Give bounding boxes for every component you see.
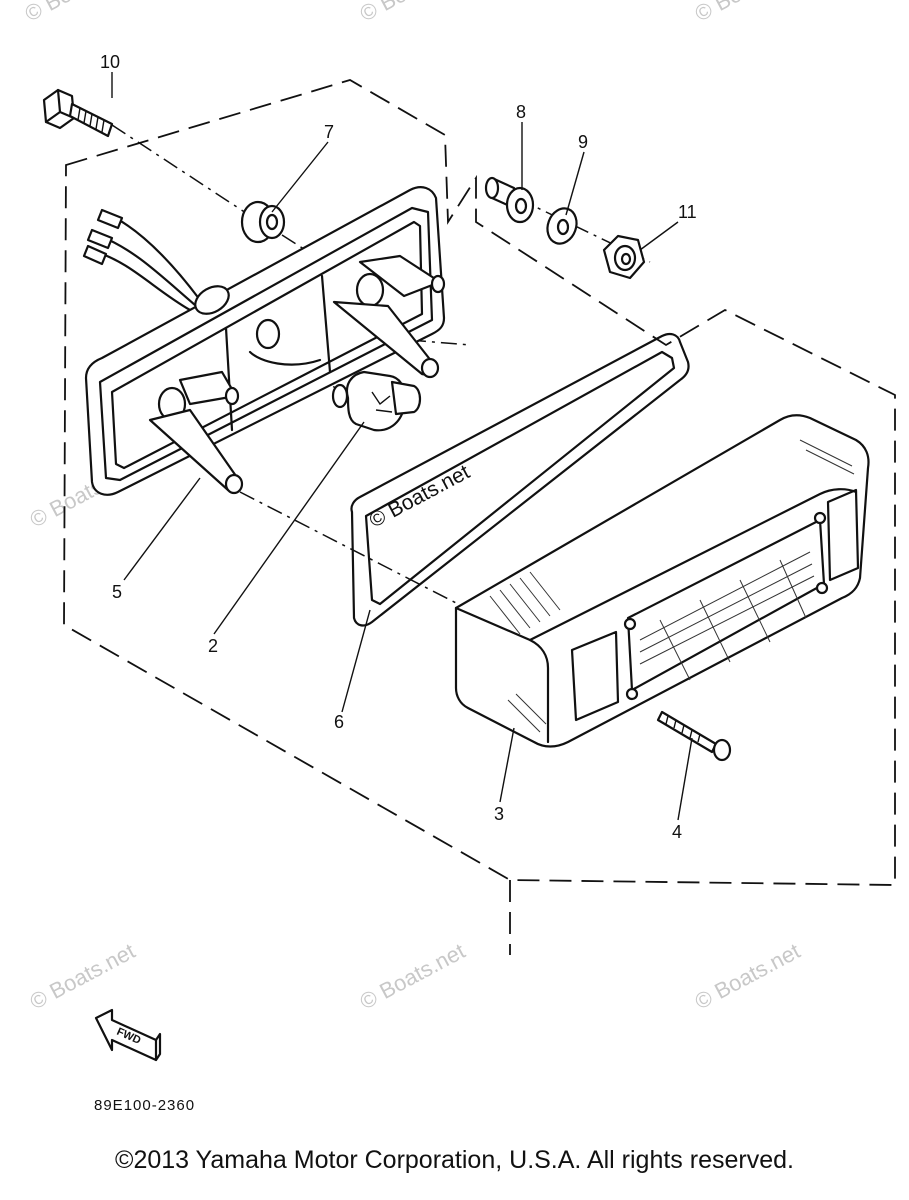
screw-part-4 bbox=[656, 710, 732, 762]
watermark-top-left: © Boats.net bbox=[21, 0, 135, 26]
lens-part-3 bbox=[454, 414, 870, 748]
bolt-part-10 bbox=[42, 88, 114, 138]
callout-7: 7 bbox=[324, 122, 334, 142]
gasket-watermark: © Boats.net bbox=[366, 460, 474, 532]
callout-10: 10 bbox=[100, 52, 120, 72]
callout-6: 6 bbox=[334, 712, 344, 732]
assembly-outline bbox=[63, 79, 896, 886]
callout-9: 9 bbox=[578, 132, 588, 152]
watermark-bottom-left: © Boats.net bbox=[26, 938, 140, 1014]
callout-4: 4 bbox=[672, 822, 682, 842]
callout-11: 11 bbox=[678, 202, 697, 222]
bulb-part-2 bbox=[331, 370, 422, 432]
lens-hatching bbox=[489, 439, 855, 733]
callout-2: 2 bbox=[208, 636, 218, 656]
watermark-bottom-right: © Boats.net bbox=[691, 938, 805, 1014]
watermark-bottom-mid: © Boats.net bbox=[356, 938, 470, 1014]
leader-lines bbox=[111, 72, 693, 821]
watermark-top-right: © Boats.net bbox=[691, 0, 805, 26]
lamp-housing-part-5 bbox=[82, 186, 446, 496]
copyright-notice: ©2013 Yamaha Motor Corporation, U.S.A. A… bbox=[115, 1146, 794, 1174]
diagram-code: 89E100-2360 bbox=[94, 1097, 195, 1114]
callout-5: 5 bbox=[112, 582, 122, 602]
callout-labels: 10 7 8 9 11 5 2 6 3 4 bbox=[100, 52, 697, 842]
nut-part-11 bbox=[602, 234, 646, 280]
watermark-top-mid: © Boats.net bbox=[356, 0, 470, 26]
callout-8: 8 bbox=[516, 102, 526, 122]
collar-part-8 bbox=[484, 176, 535, 224]
callout-3: 3 bbox=[494, 804, 504, 824]
fwd-arrow-icon: FWD bbox=[94, 1008, 162, 1062]
grommet-part-7 bbox=[240, 200, 286, 244]
washer-part-9 bbox=[546, 207, 578, 245]
